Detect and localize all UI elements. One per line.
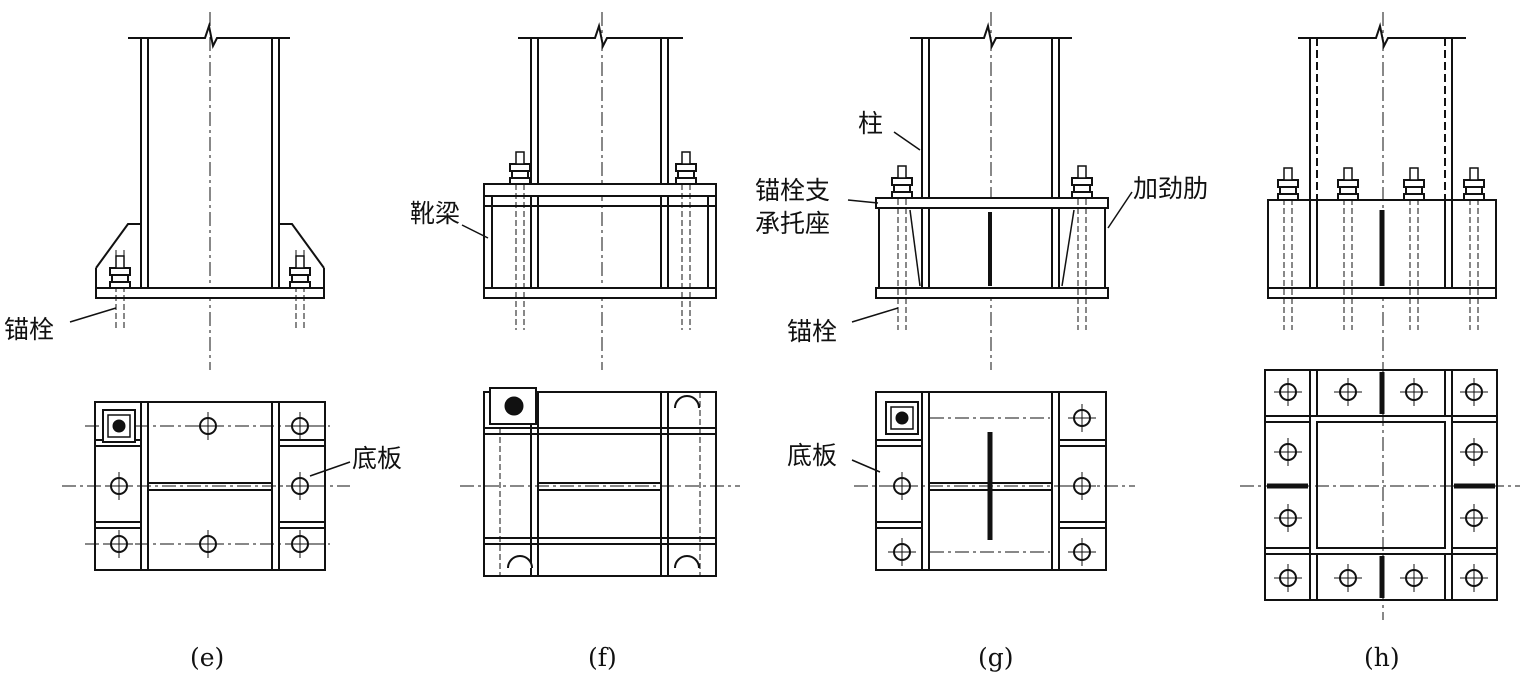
label-column: 柱 <box>858 109 883 138</box>
label-bolt-support-line1: 锚栓支 <box>755 176 830 205</box>
label-stiffener: 加劲肋 <box>1133 174 1208 203</box>
detail-f <box>460 12 740 577</box>
label-anchor-bolt-g: 锚栓 <box>787 317 837 346</box>
label-anchor-bolt-e: 锚栓 <box>4 315 54 344</box>
label-boot-beam: 靴梁 <box>410 199 460 228</box>
caption-h: (h) <box>1364 643 1400 672</box>
caption-f: (f) <box>588 643 617 672</box>
caption-g: (g) <box>978 643 1014 672</box>
detail-g <box>847 12 1135 571</box>
label-bolt-support-line2: 承托座 <box>755 209 830 238</box>
label-base-plate-e: 底板 <box>352 444 402 473</box>
caption-e: (e) <box>190 643 224 672</box>
detail-e <box>62 12 351 571</box>
detail-h <box>1240 12 1520 620</box>
label-base-plate-g: 底板 <box>787 441 837 470</box>
